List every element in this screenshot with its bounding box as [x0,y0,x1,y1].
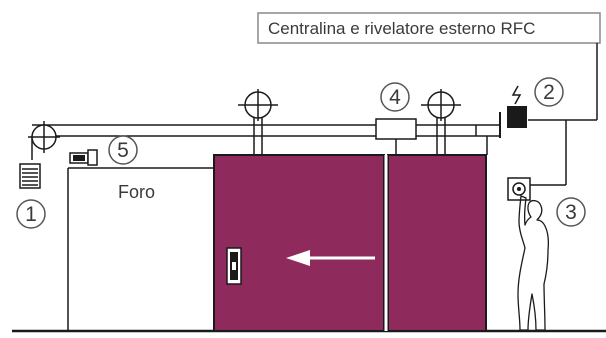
arrow-left-icon [286,250,375,266]
control-wiring [528,43,598,186]
title-text: Centralina e rivelatore esterno RFC [268,19,535,38]
callout-5: 5 [108,135,138,165]
photocell-transmitter-icon [69,149,98,166]
top-rail [31,124,500,160]
pillar-left [67,167,215,331]
gate-handle-icon [226,247,242,285]
callout-2-label: 2 [543,81,555,104]
gate-panel-right [387,154,487,332]
callout-5-label: 5 [117,139,129,162]
callout-3: 3 [556,197,586,227]
key-selector-icon [507,177,531,201]
callout-4-label: 4 [389,86,401,109]
pillar-lamp-icon [238,89,278,155]
gate-panel-left [213,154,385,332]
callout-3-label: 3 [565,201,577,224]
person-icon [517,195,550,331]
lightning-icon [511,85,522,105]
opening-label: Foro [118,182,155,202]
callout-1: 1 [16,199,46,229]
title-box: Centralina e rivelatore esterno RFC [257,12,601,44]
callout-4: 4 [380,82,410,112]
callout-2: 2 [534,77,564,107]
photocell-receiver-icon [375,118,417,155]
pillar-lamp-icon [421,89,461,155]
control-unit-icon [499,106,527,138]
flashing-lamp-icon [19,121,60,189]
callout-1-label: 1 [25,203,37,226]
